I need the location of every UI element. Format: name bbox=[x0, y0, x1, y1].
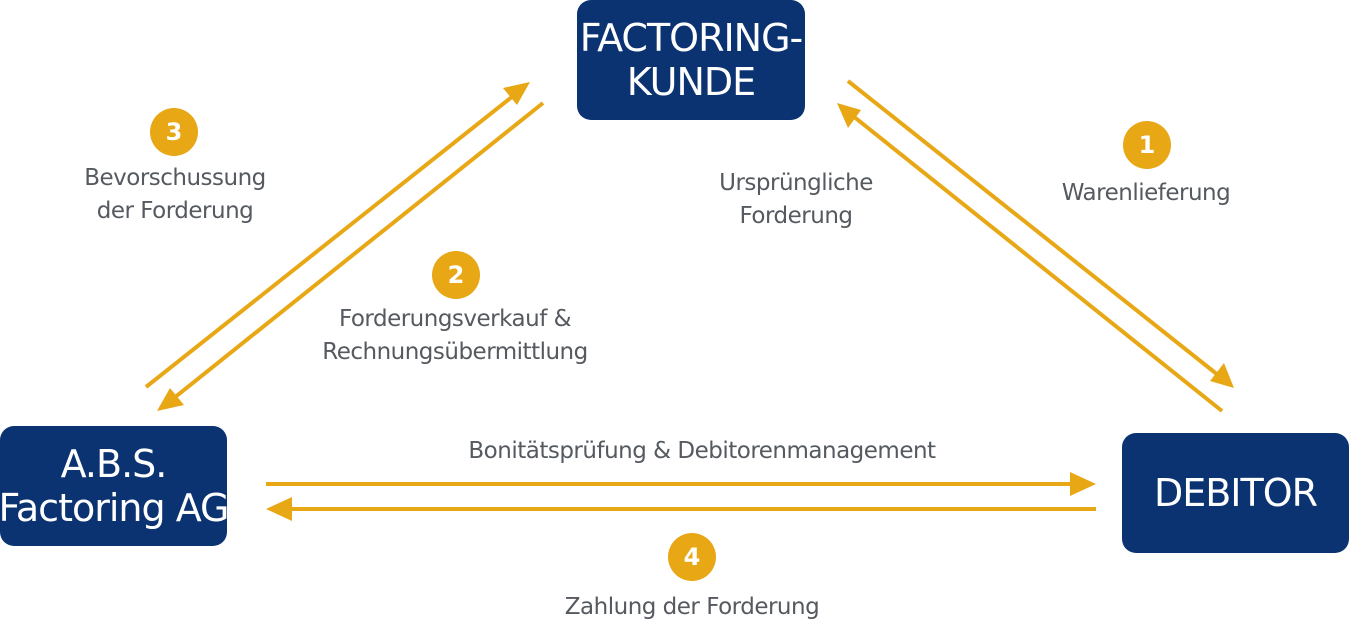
step-4-badge: 4 bbox=[668, 533, 716, 581]
arrow-abs-to-debitor bbox=[266, 472, 1096, 496]
step-3-label: Bevorschussung der Forderung bbox=[84, 162, 266, 228]
step-2-label-line-1: Forderungsverkauf & bbox=[338, 306, 572, 332]
node-factoring-kunde-line-2: KUNDE bbox=[626, 60, 756, 104]
arrow-abs-to-kunde bbox=[144, 82, 530, 389]
original-claim-label-line-2: Forderung bbox=[739, 203, 854, 229]
step-2-badge: 2 bbox=[432, 251, 480, 299]
step-4-label: Zahlung der Forderung bbox=[564, 594, 820, 620]
credit-check-label: Bonitätsprüfung & Debitorenmanagement bbox=[468, 438, 936, 464]
step-2-label-line-2: Rechnungsübermittlung bbox=[322, 339, 588, 365]
arrow-kunde-to-abs bbox=[157, 101, 545, 411]
arrow-kunde-to-debitor bbox=[846, 79, 1234, 388]
node-abs-factoring-line-2: Factoring AG bbox=[0, 486, 229, 530]
node-abs-factoring: A.B.S. Factoring AG bbox=[0, 426, 229, 546]
step-2-label: Forderungsverkauf & Rechnungsübermittlun… bbox=[320, 303, 590, 369]
step-3-badge: 3 bbox=[150, 108, 198, 156]
original-claim-label: Ursprüngliche Forderung bbox=[706, 167, 886, 233]
arrow-debitor-to-abs bbox=[266, 497, 1096, 521]
step-1-label: Warenlieferung bbox=[1061, 180, 1231, 206]
node-debitor: DEBITOR bbox=[1122, 433, 1349, 553]
node-debitor-line-1: DEBITOR bbox=[1153, 471, 1318, 515]
original-claim-label-line-1: Ursprüngliche bbox=[719, 170, 873, 196]
step-1-badge: 1 bbox=[1123, 121, 1171, 169]
node-factoring-kunde: FACTORING- KUNDE bbox=[577, 0, 805, 120]
step-3-label-line-1: Bevorschussung bbox=[84, 165, 266, 191]
step-3-label-line-2: der Forderung bbox=[96, 198, 254, 224]
node-factoring-kunde-line-1: FACTORING- bbox=[579, 16, 804, 60]
node-abs-factoring-line-1: A.B.S. bbox=[60, 442, 168, 486]
arrow-debitor-to-kunde bbox=[837, 103, 1224, 413]
